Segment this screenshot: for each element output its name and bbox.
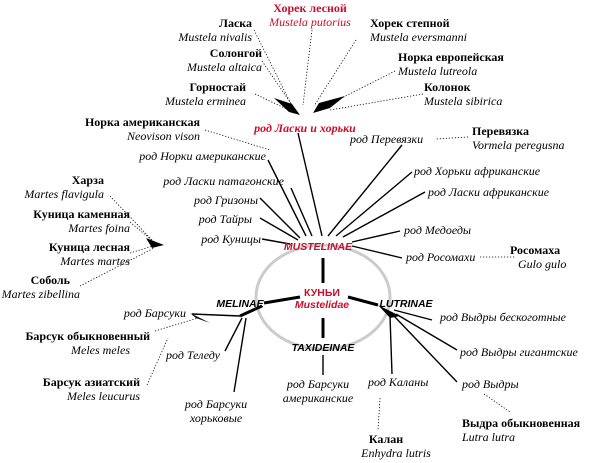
subfamily-taxideinae: TAXIDEINAE [292, 342, 356, 354]
svg-text:Норка европейская: Норка европейская [398, 50, 504, 64]
dotted-connectors [79, 29, 516, 431]
genus-barsuki-amer-2: американские [283, 391, 354, 405]
svg-text:Vormela peregusna: Vormela peregusna [472, 138, 565, 152]
species-khorek-stepnoy: Хорек степной Mustela eversmanni [369, 16, 467, 44]
genus-lasok: род Ласки и хорьки [253, 121, 356, 135]
svg-text:Харза: Харза [72, 173, 104, 187]
species-kolonok: Колонок Mustela sibirica [423, 80, 502, 108]
subfamily-melinae: MELINAE [216, 298, 264, 310]
wedge-barsuki [190, 313, 210, 323]
svg-text:Барсук азиатский: Барсук азиатский [43, 375, 140, 389]
species-kunitsa-les: Куница лесная Martes martes [49, 240, 131, 268]
svg-text:Mustela nivalis: Mustela nivalis [177, 30, 252, 44]
genus-rosomakhi: род Росомахи [405, 250, 475, 264]
center-ring [254, 243, 392, 351]
svg-text:Martes flavigula: Martes flavigula [23, 187, 104, 201]
wedge-lutrinae [378, 305, 400, 318]
genus-barsuki: род Барсуки [123, 306, 186, 320]
svg-text:Martes foina: Martes foina [67, 221, 130, 235]
genus-vydry: род Выдры [461, 377, 519, 391]
species-kalan: Калан Enhydra lutris [360, 432, 431, 460]
species-kunitsa-kam: Куница каменная Martes foina [33, 207, 130, 235]
species-rosomakha: Росомаха Gulo gulo [510, 243, 566, 271]
species-solongoy: Солонгой Mustela altaica [186, 46, 262, 74]
genus-kalany: род Каланы [367, 375, 428, 389]
genus-vydry-gigant: род Выдры гигантские [459, 345, 578, 359]
wedge-lasok-left [274, 98, 300, 115]
genus-vydry-beskog: род Выдры бескоготные [439, 310, 567, 324]
genus-barsuki-khork-2: хорьковые [189, 411, 243, 425]
svg-text:Перевязка: Перевязка [472, 124, 529, 138]
genus-teledu: род Теледу [165, 348, 221, 362]
species-khorek-lesnoy: Хорек лесной Mustela putorius [268, 1, 351, 29]
species-kharza: Харза Martes flavigula [23, 173, 104, 201]
svg-text:Meles meles: Meles meles [70, 343, 130, 357]
svg-text:Mustela altaica: Mustela altaica [186, 60, 262, 74]
genus-medoedy: род Медоеды [403, 223, 471, 237]
genus-perevyazki: род Перевязки [349, 132, 423, 146]
svg-text:Ласка: Ласка [219, 16, 252, 30]
species-vydra-obykn: Выдра обыкновенная Lutra lutra [461, 416, 581, 444]
genus-tairy: род Тайры [198, 212, 252, 226]
convergence-wedges [146, 96, 400, 323]
melinae-branches [191, 304, 263, 393]
species-laska: Ласка Mustela nivalis [177, 16, 252, 44]
center-name: КУНЬИ [304, 287, 340, 299]
svg-text:Mustela lutreola: Mustela lutreola [397, 64, 477, 78]
svg-text:Martes martes: Martes martes [59, 254, 130, 268]
svg-text:Горностай: Горностай [190, 80, 247, 94]
genus-laski-afr: род Ласки африканские [427, 185, 550, 199]
svg-text:Куница лесная: Куница лесная [49, 240, 131, 254]
lutrinae-branches [389, 309, 458, 383]
species-norka-evr: Норка европейская Mustela lutreola [397, 50, 504, 78]
genus-grizony: род Гризоны [193, 193, 258, 207]
svg-text:Куница каменная: Куница каменная [33, 207, 130, 221]
center-latin: Mustelidae [295, 299, 349, 311]
genus-barsuki-khork-1: род Барсуки [184, 397, 247, 411]
subfamily-mustelinae: MUSTELINAE [284, 241, 353, 253]
svg-text:Солонгой: Солонгой [210, 46, 262, 60]
genus-kunitsy: род Куницы [200, 232, 261, 246]
species-perevyazka: Перевязка Vormela peregusna [472, 124, 565, 152]
svg-text:Lutra lutra: Lutra lutra [461, 430, 515, 444]
svg-text:Хорек лесной: Хорек лесной [273, 1, 347, 15]
genus-barsuki-amer-1: род Барсуки [286, 377, 349, 391]
svg-text:Enhydra lutris: Enhydra lutris [360, 446, 431, 460]
svg-text:Норка американская: Норка американская [85, 115, 201, 129]
svg-text:Барсук обыкновенный: Барсук обыкновенный [25, 329, 150, 343]
species-gornostay: Горностай Mustela erminea [164, 80, 246, 108]
wedge-kunitsy [146, 238, 164, 248]
subfamily-connectors [263, 258, 379, 338]
genus-laski-patag: род Ласки патагонские [162, 174, 284, 188]
svg-text:Выдра обыкновенная: Выдра обыкновенная [462, 416, 581, 430]
wedge-lasok-right [313, 96, 345, 113]
svg-text:Mustela eversmanni: Mustela eversmanni [369, 30, 467, 44]
svg-text:Mustela sibirica: Mustela sibirica [423, 94, 502, 108]
svg-text:Колонок: Колонок [424, 80, 471, 94]
genus-norki-amer: род Норки американские [138, 149, 266, 163]
svg-text:Соболь: Соболь [31, 273, 71, 287]
svg-text:Martes zibellina: Martes zibellina [1, 287, 80, 301]
svg-text:Gulo gulo: Gulo gulo [518, 257, 566, 271]
svg-text:Росомаха: Росомаха [510, 243, 560, 257]
svg-text:Хорек степной: Хорек степной [370, 16, 450, 30]
species-sobol: Соболь Martes zibellina [1, 273, 80, 301]
species-norka-amer: Норка американская Neovison vison [85, 115, 201, 143]
svg-text:Mustela putorius: Mustela putorius [268, 15, 351, 29]
species-barsuk-obykn: Барсук обыкновенный Meles meles [25, 329, 150, 357]
subfamily-lutrinae: LUTRINAE [379, 298, 433, 310]
mustelinae-branches [259, 132, 426, 259]
genus-khorki-afr: род Хорьки африканские [413, 164, 541, 178]
svg-text:Mustela erminea: Mustela erminea [164, 94, 246, 108]
species-barsuk-aziat: Барсук азиатский Meles leucurus [43, 375, 141, 403]
svg-text:Калан: Калан [369, 432, 403, 446]
svg-text:Neovison vison: Neovison vison [126, 129, 200, 143]
svg-text:Meles leucurus: Meles leucurus [66, 389, 140, 403]
